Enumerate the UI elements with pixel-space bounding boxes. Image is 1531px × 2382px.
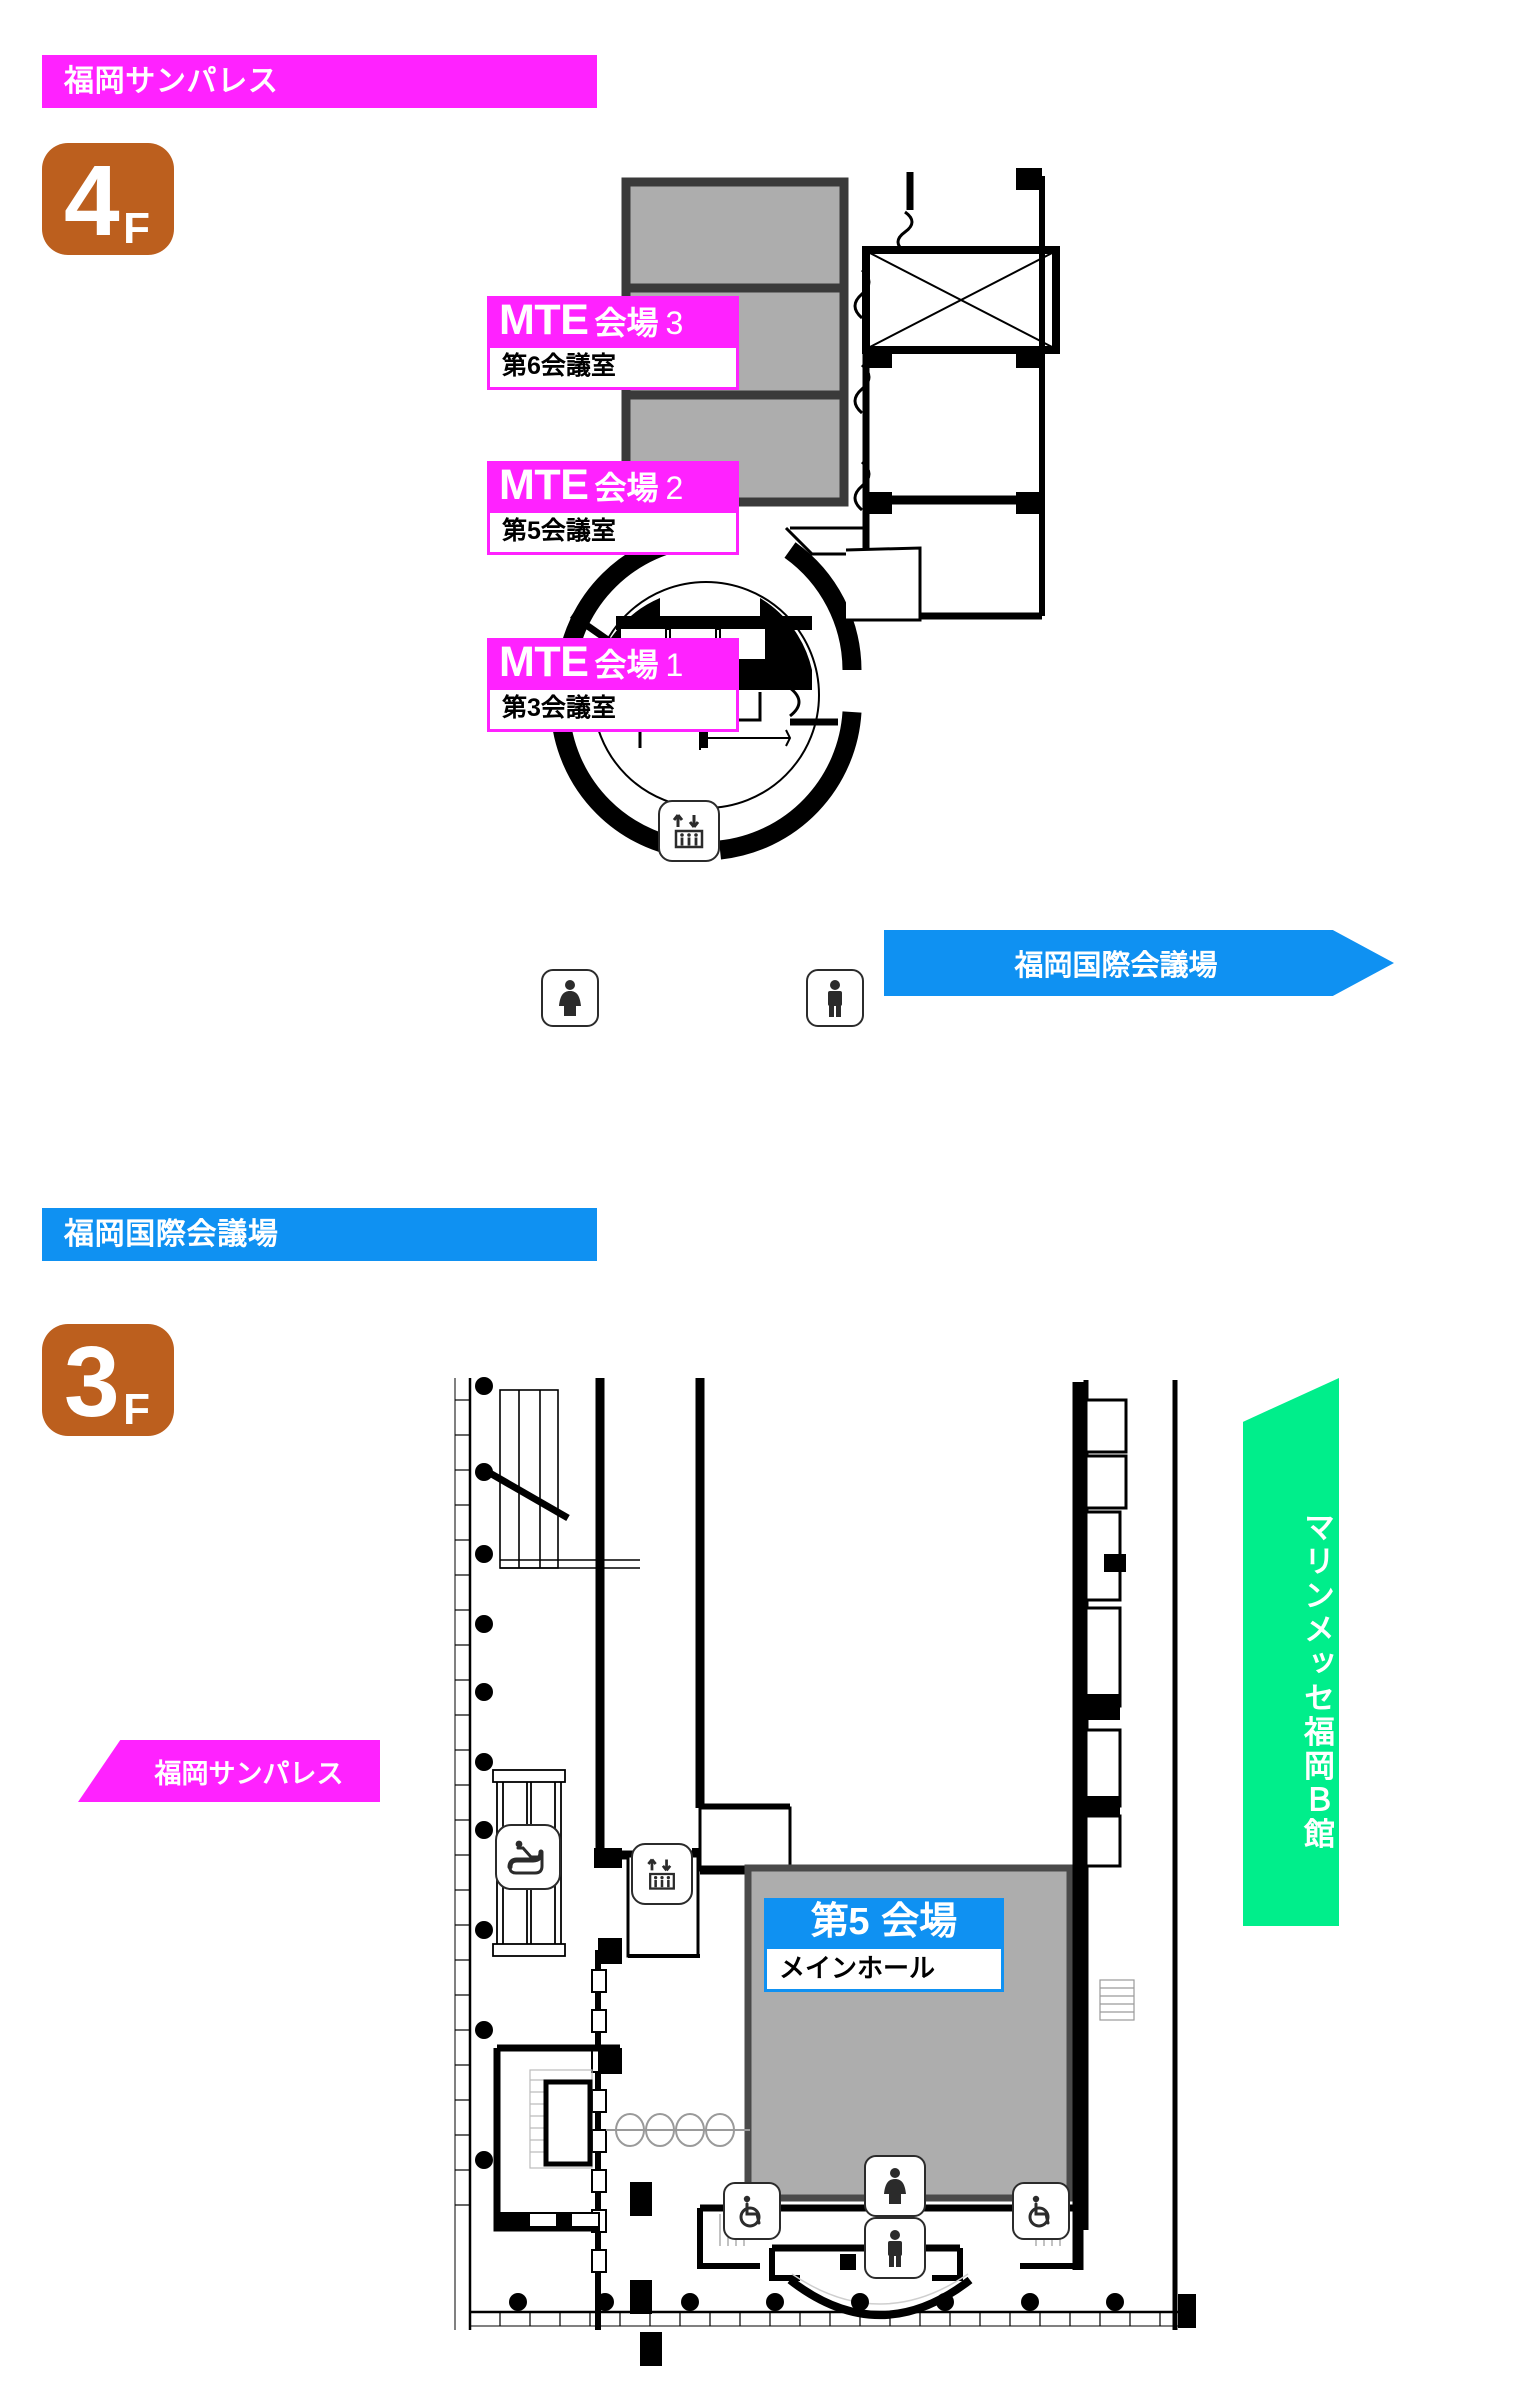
venue-chip-mte1-kaijo: 会場 [594,647,659,683]
arrow-banner-to-sunpalace-label: 福岡サンパレス [154,1758,344,1789]
accessible-restroom-icon-left [723,2182,781,2240]
venue-chip-mte2-room: 第5会議室 [487,513,739,555]
womens-restroom-icon [541,969,599,1027]
section-header-kokusai: 福岡国際会議場 [42,1208,597,1261]
venue-chip-mte3[interactable]: MTE 会場 3 第6会議室 [487,296,739,390]
venue-chip-mte3-code: MTE [499,296,589,344]
arrow-banner-to-marine-messe[interactable]: マリンメッセ福岡Ｂ館 [1243,1378,1339,1926]
womens-restroom-icon [864,2155,926,2217]
venue-chip-mte2-code: MTE [499,461,589,509]
venue-chip-mte3-index: 3 [665,305,684,341]
venue-chip-mte1-room: 第3会議室 [487,690,739,732]
floor-badge-3f-suffix: F [123,1385,150,1434]
floor-badge-4f: 4 F [42,143,174,257]
venue-chip-mte2[interactable]: MTE 会場 2 第5会議室 [487,461,739,555]
venue-chip-hall5-kaijo: 会場 [881,1901,958,1943]
venue-chip-hall5[interactable]: 第5 会場 メインホール [764,1898,1004,1992]
venue-chip-mte3-kaijo: 会場 [594,305,659,341]
venue-chip-mte2-index: 2 [665,470,684,506]
escalator-icon [495,1824,561,1890]
section-header-sunpalace-label: 福岡サンパレス [64,64,279,98]
venue-chip-hall5-code: 第5 [810,1901,870,1943]
venue-chip-mte3-head: MTE 会場 3 [487,296,739,348]
floor-badge-3f: 3 F [42,1324,174,1438]
elevator-icon [631,1843,693,1905]
floor-badge-4f-suffix: F [123,204,150,253]
venue-chip-mte1[interactable]: MTE 会場 1 第3会議室 [487,638,739,732]
venue-chip-hall5-head: 第5 会場 [764,1898,1004,1949]
venue-chip-hall5-room: メインホール [764,1949,1004,1992]
venue-chip-mte2-head: MTE 会場 2 [487,461,739,513]
arrow-banner-to-kokusai[interactable]: 福岡国際会議場 [884,930,1394,996]
elevator-icon [658,800,720,862]
arrow-banner-to-sunpalace[interactable]: 福岡サンパレス [78,1740,380,1802]
venue-chip-mte3-room: 第6会議室 [487,348,739,390]
mens-restroom-icon [806,969,864,1027]
venue-chip-mte2-kaijo: 会場 [594,470,659,506]
accessible-restroom-icon-right [1012,2182,1070,2240]
venue-chip-mte1-index: 1 [665,647,684,683]
arrow-banner-to-marine-messe-label: マリンメッセ福岡Ｂ館 [1299,1510,1334,1852]
floor-badge-4f-number: 4 [64,145,120,257]
mens-restroom-icon [864,2217,926,2279]
floor-plan-4f [550,168,1060,860]
section-header-kokusai-label: 福岡国際会議場 [64,1217,279,1251]
venue-chip-mte1-head: MTE 会場 1 [487,638,739,690]
arrow-banner-to-kokusai-label: 福岡国際会議場 [1014,950,1218,982]
section-header-sunpalace: 福岡サンパレス [42,55,597,108]
floor-badge-3f-number: 3 [64,1326,120,1438]
venue-chip-mte1-code: MTE [499,638,589,686]
